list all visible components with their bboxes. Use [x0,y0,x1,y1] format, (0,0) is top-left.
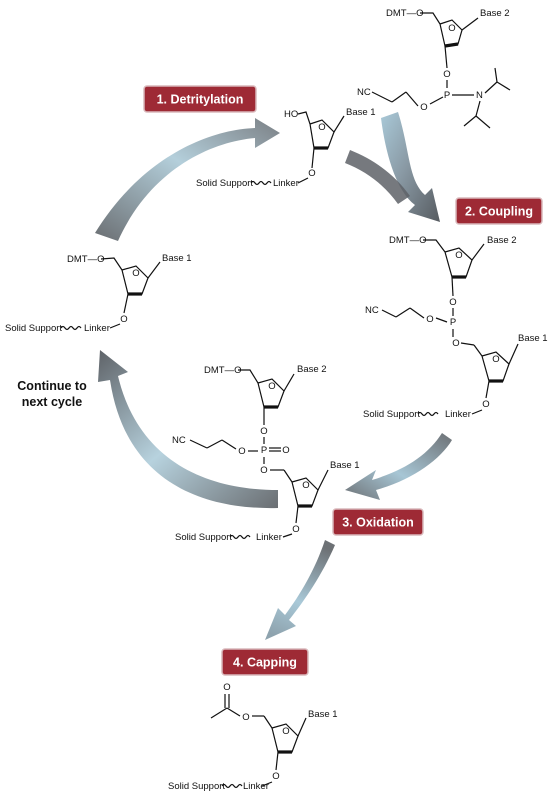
svg-text:O: O [452,338,459,349]
svg-text:P: P [450,317,456,328]
svg-text:Continue to: Continue to [17,379,87,393]
svg-text:Base 1: Base 1 [162,253,192,264]
arrow-to-coupling [345,112,440,222]
oxidized-dinucleotide-phosphate: DMT—O O Base 2 O P O O NC O O Base 1 O S… [172,364,360,543]
svg-text:Solid Support: Solid Support [168,781,225,792]
svg-text:O: O [268,381,275,392]
svg-text:O: O [260,465,267,476]
svg-text:P: P [444,90,450,101]
svg-text:O: O [420,102,427,113]
svg-text:Base 2: Base 2 [480,8,510,19]
step-oxidation-label: 3. Oxidation [342,516,414,530]
svg-text:O: O [132,268,139,279]
svg-text:DMT—O: DMT—O [67,254,104,265]
svg-text:O: O [260,426,267,437]
svg-text:O: O [443,69,450,80]
phosphoramidite-monomer: DMT—O O Base 2 O P N O NC [357,8,511,129]
svg-text:Base 1: Base 1 [518,333,548,344]
svg-text:O: O [292,524,299,535]
svg-text:O: O [492,354,499,365]
svg-text:O: O [242,712,249,723]
svg-text:N: N [476,90,483,101]
arrow-continue-next-cycle [98,350,278,509]
svg-text:O: O [482,399,489,410]
continue-next-cycle-label: Continue to next cycle [17,379,87,409]
svg-text:O: O [426,314,433,325]
svg-text:O: O [308,168,315,179]
step-detritylation-badge: 1. Detritylation [143,85,257,113]
dmt-nucleoside-on-support: DMT—O O Base 1 O Solid Support Linker [5,253,192,334]
svg-text:Linker: Linker [84,323,110,334]
step-coupling-badge: 2. Coupling [455,197,543,225]
svg-text:DMT—O: DMT—O [386,8,423,19]
svg-text:O: O [282,726,289,737]
svg-text:Solid Support: Solid Support [363,409,420,420]
svg-text:O: O [272,771,279,782]
svg-text:P: P [261,445,267,456]
svg-text:Solid Support: Solid Support [196,178,253,189]
arrow-to-capping [265,540,335,640]
svg-text:NC: NC [172,435,186,446]
svg-text:Base 1: Base 1 [308,709,338,720]
detritylated-nucleoside: HO O Base 1 O Solid Support Linker [196,107,376,189]
svg-text:HO: HO [284,109,298,120]
arrow-to-oxidation [345,433,452,500]
svg-text:O: O [223,682,230,693]
step-coupling-label: 2. Coupling [465,205,533,219]
svg-text:Base 1: Base 1 [330,460,360,471]
svg-text:DMT—O: DMT—O [389,235,426,246]
svg-text:DMT—O: DMT—O [204,365,241,376]
svg-text:NC: NC [365,305,379,316]
svg-text:NC: NC [357,87,371,98]
svg-text:O: O [449,297,456,308]
svg-text:O: O [455,250,462,261]
svg-text:Base 2: Base 2 [297,364,327,375]
arrow-detritylation-to-top [95,118,280,241]
svg-text:Base 1: Base 1 [346,107,376,118]
step-detritylation-label: 1. Detritylation [157,93,244,107]
svg-text:O: O [318,122,325,133]
svg-text:Solid Support: Solid Support [5,323,62,334]
svg-text:Linker: Linker [256,532,282,543]
svg-text:O: O [448,23,455,34]
svg-text:Base 2: Base 2 [487,235,517,246]
coupled-dinucleotide-phosphite: DMT—O O Base 2 O P O NC O O Base 1 O Sol… [363,235,548,420]
step-oxidation-badge: 3. Oxidation [332,508,424,536]
svg-text:Linker: Linker [273,178,299,189]
step-capping-label: 4. Capping [233,656,297,670]
capped-nucleoside: O O O Base 1 O Solid Support Linker [168,682,338,792]
svg-text:Linker: Linker [243,781,269,792]
svg-text:next cycle: next cycle [22,395,83,409]
svg-text:Solid Support: Solid Support [175,532,232,543]
svg-text:O: O [282,445,289,456]
svg-text:O: O [120,314,127,325]
svg-text:O: O [238,446,245,457]
svg-text:Linker: Linker [445,409,471,420]
step-capping-badge: 4. Capping [221,648,309,676]
svg-text:O: O [302,480,309,491]
